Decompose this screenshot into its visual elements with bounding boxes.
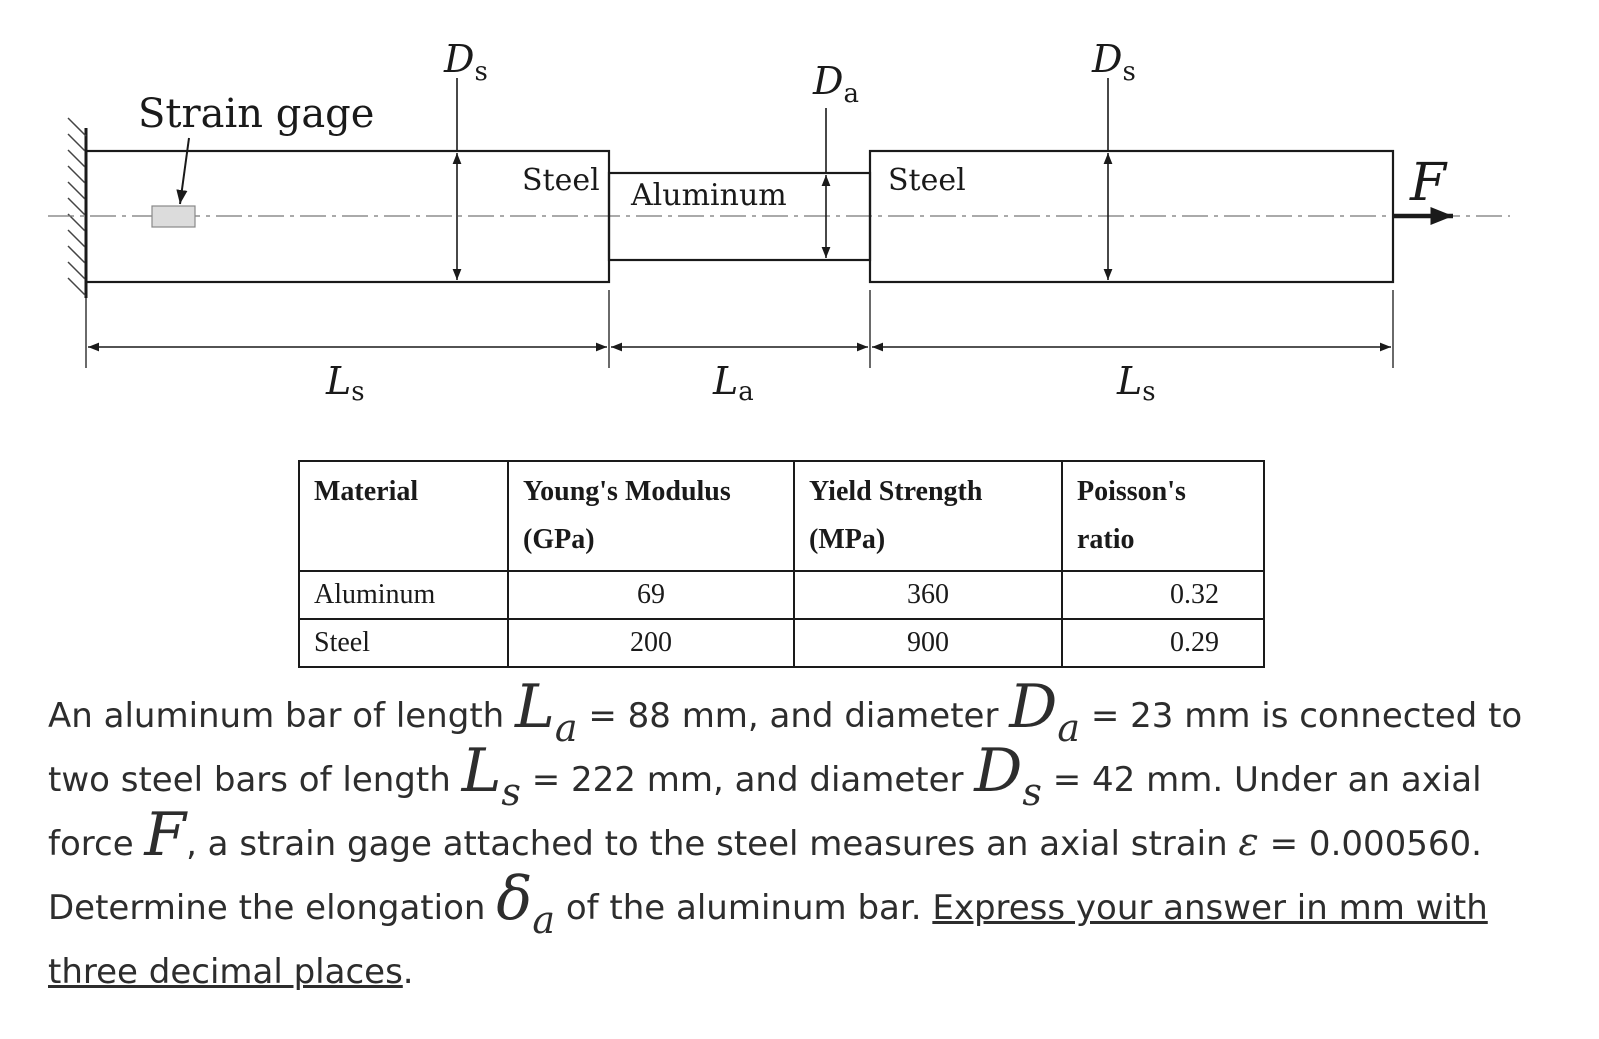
cell-poisson: 0.29	[1061, 618, 1265, 668]
table-row: Steel 200 900 0.29	[298, 618, 1265, 668]
svg-text:Ds: Ds	[443, 37, 488, 87]
svg-text:F: F	[1409, 153, 1448, 213]
da-dimension: Da	[812, 59, 859, 258]
material-properties-table: Material Young's Modulus(GPa) Yield Stre…	[298, 460, 1265, 668]
svg-text:Ds: Ds	[1091, 37, 1136, 87]
table-header-row: Material Young's Modulus(GPa) Yield Stre…	[298, 460, 1265, 572]
header-yield-strength: Yield Strength(MPa)	[793, 460, 1063, 572]
cell-yield: 360	[793, 570, 1063, 620]
symbol-F: F	[144, 800, 187, 870]
length-dimension-lines	[85, 290, 1394, 368]
steel-label-right: Steel	[888, 163, 966, 198]
answer-instruction: Express your answer in mm with three dec…	[48, 888, 1488, 992]
strain-gage-label: Strain gage	[138, 91, 374, 137]
strain-gage	[151, 205, 196, 228]
ls-label-left: Ls	[325, 359, 365, 407]
ds-dimension-right: Ds	[1091, 37, 1136, 280]
symbol-epsilon: ε	[1238, 820, 1259, 864]
la-label: La	[712, 359, 754, 407]
header-material: Material	[298, 460, 509, 572]
steel-label-left: Steel	[522, 163, 600, 198]
symbol-D: D	[1009, 672, 1058, 742]
cell-modulus: 69	[507, 570, 795, 620]
cell-poisson: 0.32	[1061, 570, 1265, 620]
svg-text:Da: Da	[812, 59, 859, 109]
ds-dimension-left: Ds	[443, 37, 488, 280]
header-youngs-modulus: Young's Modulus(GPa)	[507, 460, 795, 572]
cell-material: Steel	[298, 618, 509, 668]
problem-statement: An aluminum bar of length La = 88 mm, an…	[48, 672, 1523, 992]
strain-gage-pointer	[176, 137, 190, 205]
symbol-delta: δ	[496, 864, 533, 934]
cell-material: Aluminum	[298, 570, 509, 620]
symbol-D: D	[974, 736, 1023, 806]
cell-modulus: 200	[507, 618, 795, 668]
ls-label-right: Ls	[1116, 359, 1156, 407]
bar-assembly-diagram: Strain gage Steel Aluminum Steel Ds Da D…	[48, 37, 1510, 407]
cell-yield: 900	[793, 618, 1063, 668]
force-arrow: F	[1393, 153, 1453, 225]
aluminum-label: Aluminum	[630, 178, 787, 213]
fixed-wall-support	[67, 117, 88, 298]
table-row: Aluminum 69 360 0.32	[298, 570, 1265, 620]
symbol-L: L	[515, 672, 555, 742]
symbol-L: L	[461, 736, 502, 806]
